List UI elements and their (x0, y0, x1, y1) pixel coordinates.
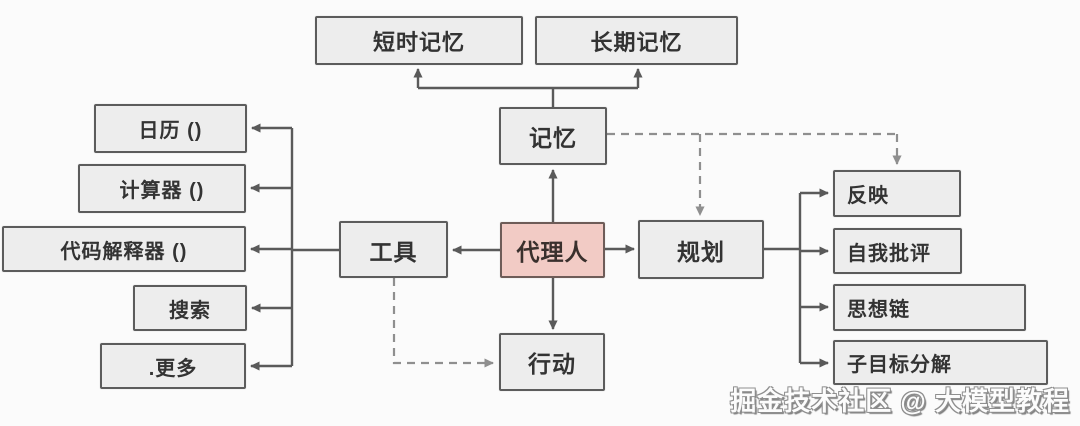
watermark-text: 掘金技术社区 @ 大模型教程 (730, 386, 1070, 416)
connector-tools-action-dashed (392, 278, 494, 368)
node-chain-of-thought: 思想链 (833, 284, 1026, 331)
connector-planning-fanout (764, 188, 829, 368)
solid-connectors (250, 68, 829, 371)
node-long-term-memory: 长期记忆 (535, 16, 738, 65)
node-subgoal-decomposition: 子目标分解 (833, 340, 1048, 385)
node-short-term-memory: 短时记忆 (315, 16, 523, 65)
connector-memory-dashed (607, 132, 902, 216)
connector-tools-fanout (250, 123, 339, 371)
dashed-connectors (392, 132, 902, 368)
node-code-interpreter: 代码解释器 () (2, 226, 246, 272)
node-more: .更多 (100, 343, 246, 389)
node-tools: 工具 (339, 221, 448, 278)
node-calculator: 计算器 () (78, 164, 246, 213)
node-planning: 规划 (638, 220, 764, 279)
node-calendar: 日历 () (94, 104, 247, 153)
node-memory: 记忆 (499, 107, 607, 165)
node-action: 行动 (499, 333, 605, 391)
connector-memory-topsplit (413, 68, 643, 107)
node-self-criticism: 自我批评 (833, 228, 962, 274)
node-reflection: 反映 (833, 170, 961, 217)
node-search: 搜索 (133, 285, 247, 331)
node-agent: 代理人 (500, 222, 605, 278)
